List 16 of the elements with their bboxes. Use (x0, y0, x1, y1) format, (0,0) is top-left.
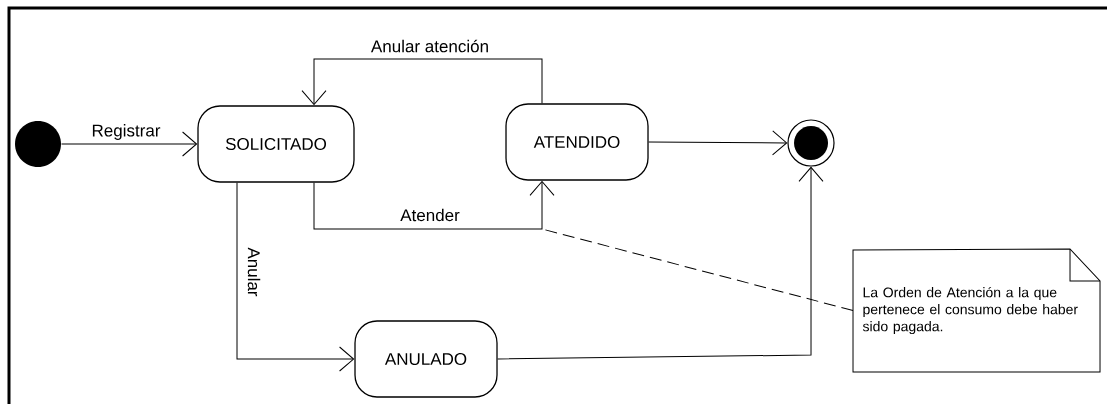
edge-label: Atender (399, 207, 461, 223)
note-box: La Orden de Atención a la que pertenece el consumo debe haber sido pagada. (852, 248, 1101, 373)
state-box: ATENDIDO (505, 103, 649, 181)
edge-label: Registrar (90, 123, 162, 141)
initial-state-circle (15, 121, 61, 167)
state-box: ANULADO (354, 320, 498, 398)
edge-label: Anular (246, 246, 262, 298)
arrow (313, 180, 555, 230)
arrow (301, 58, 543, 106)
arrow (236, 182, 355, 372)
edge-label: Anular atención (369, 38, 491, 54)
arrow (497, 166, 824, 360)
final-state-circle (787, 119, 835, 167)
arrow (648, 130, 788, 156)
arrow (61, 131, 198, 157)
state-box: SOLICITADO (197, 105, 355, 183)
